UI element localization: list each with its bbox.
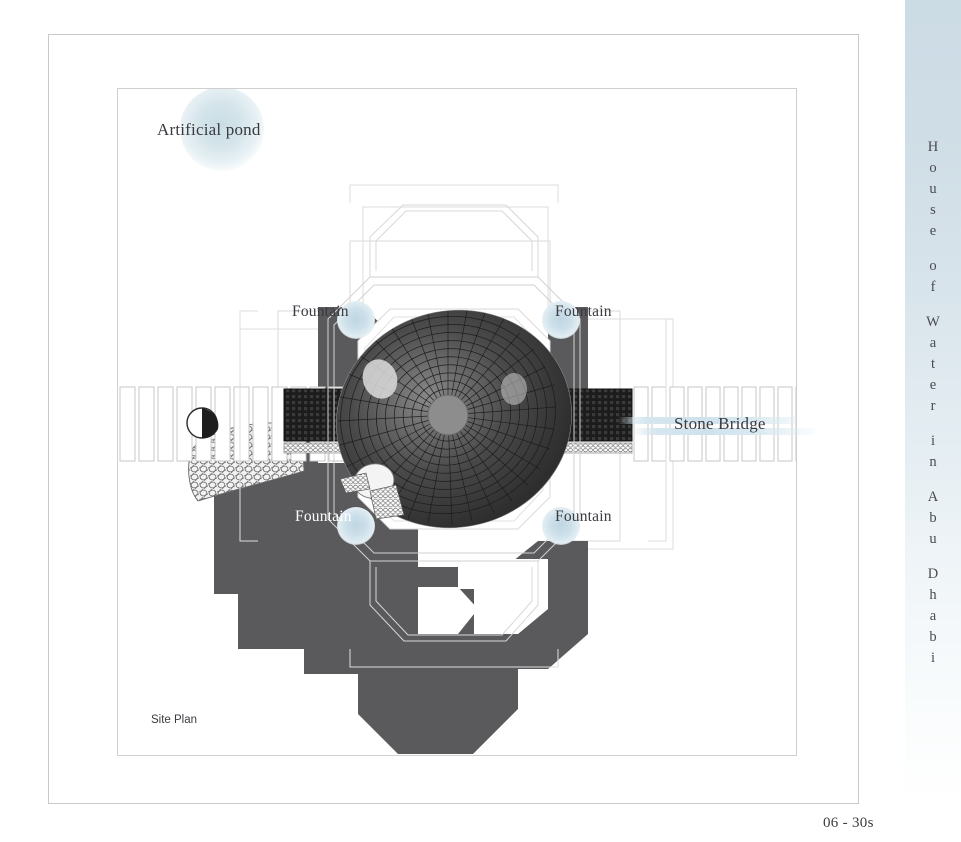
drawing-frame: Artificial pond Fountain Fountain Founta…	[117, 88, 797, 756]
site-plan-drawing	[119, 184, 796, 754]
label-fountain-bottom-right: Fountain	[555, 508, 612, 525]
bridge-node-marker	[186, 407, 219, 439]
label-fountain-top-right: Fountain	[555, 303, 612, 320]
bridge-slats-east	[633, 386, 796, 462]
central-dome	[336, 303, 572, 529]
mesh-fragments-south	[339, 472, 405, 520]
site-plan-caption: Site Plan	[151, 714, 198, 726]
label-artificial-pond: Artificial pond	[157, 120, 261, 139]
label-fountain-bottom-left: Fountain	[295, 508, 352, 525]
label-stone-bridge: Stone Bridge	[674, 414, 766, 433]
stone-bridge-water-streak-outer	[630, 428, 820, 435]
page-number: 06 - 30s	[823, 815, 874, 831]
wing-north	[369, 204, 539, 277]
label-fountain-top-left: Fountain	[292, 303, 349, 320]
stone-bridge-water-streak	[618, 417, 796, 424]
wing-south	[369, 561, 539, 642]
